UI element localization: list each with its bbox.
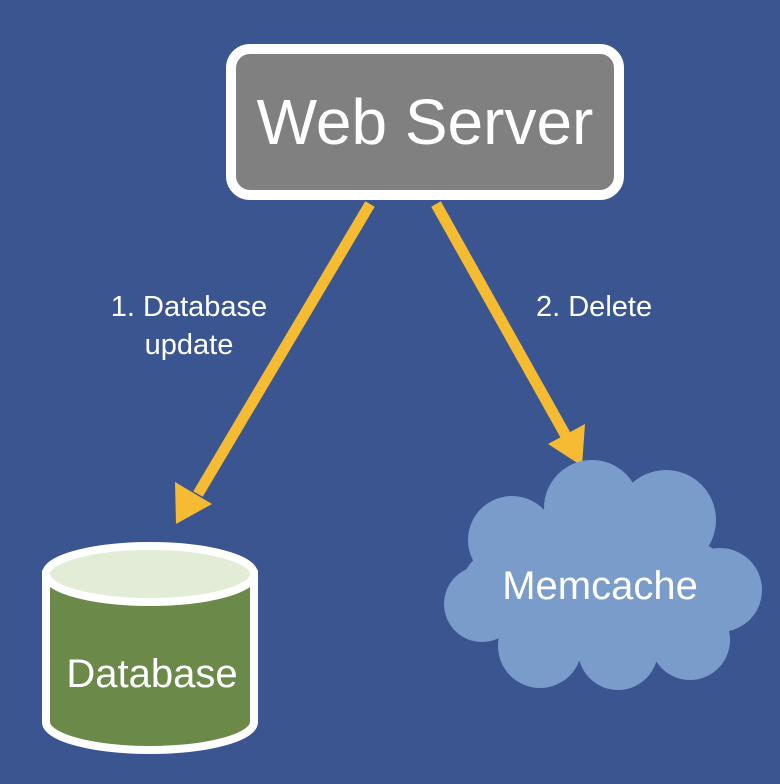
edge-label-database-update-line1: 1. Database xyxy=(110,291,268,323)
arrow-shaft-memcache xyxy=(431,201,571,439)
memcache-cloud xyxy=(444,460,762,690)
edge-label-delete: 2. Delete xyxy=(536,291,653,323)
memcache-label: Memcache xyxy=(502,564,698,608)
arrow-shaft-database xyxy=(193,201,375,497)
database-label: Database xyxy=(66,652,238,696)
web-server-label: Web Server xyxy=(256,86,594,158)
edge-label-database-update-line2: update xyxy=(144,329,234,361)
database-cylinder-body xyxy=(42,570,258,754)
database-cylinder xyxy=(42,542,258,754)
web-server-node: Web Server xyxy=(226,44,624,200)
edge-webserver-to-database xyxy=(175,201,375,524)
arrowhead-database xyxy=(175,482,212,524)
database-cylinder-top xyxy=(42,542,258,606)
edge-label-database-update: 1. Database update xyxy=(96,288,282,364)
arrowhead-memcache xyxy=(548,424,585,466)
edge-webserver-to-memcache xyxy=(431,201,585,466)
